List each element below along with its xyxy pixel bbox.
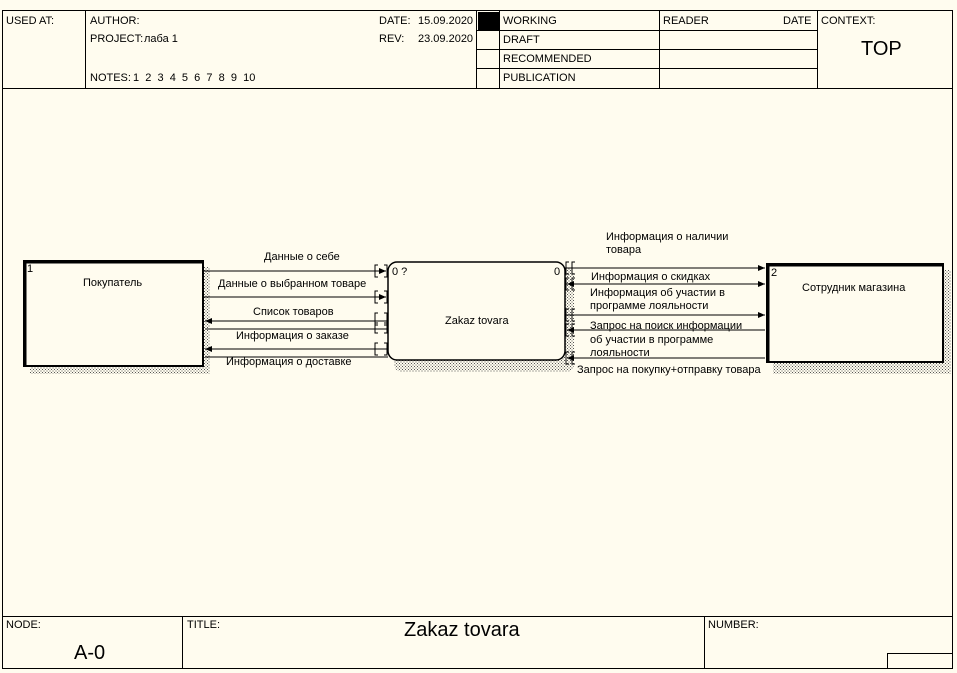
process-number: 0 ? [392,266,408,278]
flow-label: об участии в программе [590,334,714,346]
employee-entity [766,263,944,363]
buyer-entity [23,260,204,367]
date-value: 15.09.2020 [418,15,474,27]
flow-label: Запрос на покупку+отправку товара [577,364,761,376]
employee-label: Сотрудник магазина [802,282,906,294]
tunnel-bracket [374,290,388,304]
tunnel-bracket [374,312,388,326]
flow-label: Список товаров [253,306,334,318]
tunnel-bracket [374,322,388,334]
node-value: A-0 [74,642,106,664]
title-label: TITLE: [187,619,221,631]
process-cost: 0 [554,266,561,278]
flow-label: программе лояльности [590,300,709,312]
rev-value: 23.09.2020 [418,33,474,45]
header-row-line [476,49,817,50]
status-draft: DRAFT [503,34,540,46]
footer-page-cell [887,653,953,669]
diagram-title: Zakaz tovara [404,619,520,641]
tunnel-bracket [374,342,388,356]
rev-label: REV: [379,33,405,45]
process-label: Zakaz tovara [445,315,509,327]
flow-label: Информация о заказе [236,330,349,342]
tunnel-bracket [374,264,388,278]
working-status-marker [478,12,499,30]
tunnel-bracket [565,308,575,322]
buyer-number: 1 [27,263,34,275]
flow-label: Информация о наличии [606,231,729,243]
reader-label: READER [663,15,709,27]
flow-label: Запрос на поиск информации [590,320,743,332]
header-divider [817,10,818,88]
diagram-frame [2,10,953,669]
flow-label: Информация о скидках [591,271,711,283]
date-label: DATE: [379,15,411,27]
tunnel-bracket [565,277,575,291]
context-value: TOP [861,38,902,60]
notes-values: 1 2 3 4 5 6 7 8 9 10 [133,72,256,84]
footer-divider [704,616,705,669]
process-box [387,261,566,361]
node-label: NODE: [6,619,41,631]
flow-label: Данные о выбранном товаре [218,278,367,290]
header-divider [85,10,86,88]
header-row-line [476,68,817,69]
status-working: WORKING [503,15,557,27]
footer-divider [182,616,183,669]
status-publication: PUBLICATION [503,72,576,84]
flow-label: Информация об участии в [590,287,725,299]
status-recommended: RECOMMENDED [503,53,592,65]
buyer-label: Покупатель [83,277,143,289]
context-label: CONTEXT: [821,15,876,27]
flow-label: Информация о доставке [226,356,352,368]
author-label: AUTHOR: [90,15,140,27]
tunnel-bracket [565,323,575,337]
number-label: NUMBER: [708,619,759,631]
tunnel-bracket [565,261,575,275]
project-value: лаба 1 [144,33,178,45]
header-bottom-line [2,88,953,89]
footer-top-line [2,616,953,617]
flow-label: лояльности [590,347,650,359]
header-row-line [476,30,817,31]
reader-date-label: DATE [783,15,812,27]
used-at-label: USED AT: [6,15,55,27]
notes-label: NOTES: [90,72,131,84]
employee-number: 2 [771,267,778,279]
flow-label: Данные о себе [264,251,340,263]
flow-label: товара [606,244,642,256]
tunnel-bracket [565,351,575,365]
project-label: PROJECT: [90,33,144,45]
